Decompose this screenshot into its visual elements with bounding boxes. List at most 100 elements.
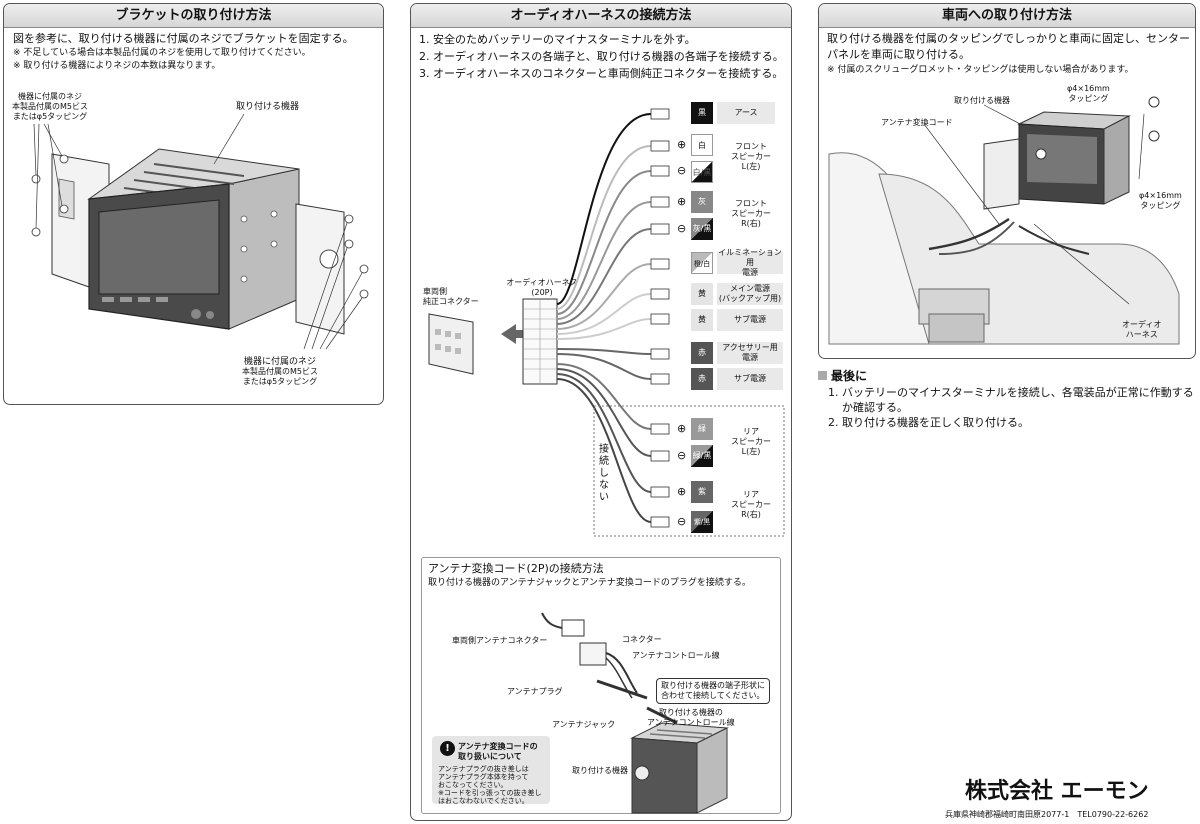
minus-mark: ⊖ (677, 449, 687, 462)
bracket-illustration (31, 113, 369, 350)
wire-row-ground: 黒 アース (691, 102, 775, 124)
swatch-white: 白 (691, 134, 713, 156)
device-control-line-label: 取り付ける機器の アンテナコントロール線 (647, 708, 735, 727)
vehicle-device-label: 取り付ける機器 (954, 96, 1010, 105)
antenna-step: 取り付ける機器のアンテナジャックとアンテナ変換コードのプラグを接続する。 (428, 578, 751, 588)
antenna-illustration (541, 612, 729, 814)
vehicle-antenna-connector-label: 車両側アンテナコネクター (452, 636, 548, 645)
swatch-white-black: 白/黒 (691, 161, 713, 183)
swatch-purple: 紫 (691, 481, 713, 503)
connector-label: コネクター (622, 635, 662, 644)
rear-right-label: リア スピーカー R(右) (731, 490, 771, 519)
wire-row-rear-l-minus: 緑/黒 (691, 445, 713, 467)
device-label: 取り付ける機器 (236, 102, 300, 112)
vehicle-illustration (828, 96, 1180, 345)
swatch-yellow: 黄 (691, 283, 713, 305)
harness-step-1: 1. 安全のためバッテリーのマイナスターミナルを外す。 (419, 33, 696, 46)
main-power-label: メイン電源 (バックアップ用) (717, 283, 783, 305)
plus-mark: ⊕ (677, 195, 687, 208)
plus-mark: ⊕ (677, 138, 687, 151)
audio-harness-label: オーディオ ハーネス (1122, 320, 1162, 339)
vehicle-title: 車両への取り付け方法 (819, 4, 1195, 28)
wire-row-rear-r-plus: 紫 (691, 481, 713, 503)
vehicle-step-line-1: 取り付ける機器を付属のタッピングでしっかりと車両に固定し、センター (827, 32, 1190, 45)
antenna-title: アンテナ変換コード(2P)の接続方法 (428, 562, 604, 575)
sub-power-2-label: サブ電源 (717, 368, 783, 390)
control-line-label: アンテナコントロール線 (632, 651, 720, 660)
wire-row-front-l-minus: 白/黒 (691, 161, 713, 183)
bracket-panel: ブラケットの取り付け方法 図を参考に、取り付ける機器に付属のネジでブラケットを固… (3, 3, 384, 405)
wire-row-sub-power: 黄 サブ電源 (691, 309, 783, 331)
swatch-purple-black: 紫/黒 (691, 511, 713, 533)
antenna-plug-label: アンテナプラグ (507, 687, 563, 696)
antenna-cord-label: アンテナ変換コード (881, 118, 953, 127)
wire-row-main-power: 黄 メイン電源 (バックアップ用) (691, 283, 783, 305)
harness-illustration (428, 108, 785, 537)
final-step-1-line-1: 1. バッテリーのマイナスターミナルを接続し、各電装品が正常に作動する (828, 386, 1194, 399)
vehicle-note: ※ 付属のスクリューグロメット・タッピングは使用しない場合があります。 (827, 65, 1134, 75)
antenna-handling-note: アンテナ変換コードの 取り扱いについて ! アンテナプラグの抜き差しは アンテナ… (432, 736, 550, 805)
wire-row-accessory: 赤 アクセサリー用 電源 (691, 342, 783, 364)
screw-label-bottom: 機器に付属のネジ 本製品付属のM5ビス またはφ5タッピング (242, 357, 318, 386)
swatch-red-2: 赤 (691, 368, 713, 390)
swatch-green: 緑 (691, 418, 713, 440)
final-heading: 最後に (818, 368, 867, 384)
harness-label: オーディオハーネス (20P) (506, 278, 578, 297)
bracket-note-2: ※ 取り付ける機器によりネジの本数は異なります。 (13, 61, 221, 71)
screw-1-label: φ4×16mm タッピング (1067, 84, 1110, 103)
harness-title: オーディオハーネスの接続方法 (411, 4, 791, 28)
antenna-section: アンテナ変換コード(2P)の接続方法 取り付ける機器のアンテナジャックとアンテナ… (421, 557, 781, 814)
terminal-shape-callout: 取り付ける機器の端子形状に 合わせて接続してください。 (656, 678, 770, 704)
wire-row-sub-power-2: 赤 サブ電源 (691, 368, 783, 390)
swatch-green-black: 緑/黒 (691, 445, 713, 467)
swatch-red: 赤 (691, 342, 713, 364)
company-address: 兵庫県神崎郡福崎町南田原2077-1 TEL0790-22-6262 (945, 810, 1149, 819)
wire-row-rear-r-minus: 紫/黒 (691, 511, 713, 533)
wire-row-rear-l-plus: 緑 (691, 418, 713, 440)
note-body: アンテナプラグの抜き差しは アンテナプラグ本体を持って おこなってください。 ※… (438, 765, 542, 805)
final-step-1-line-2: か確認する。 (842, 401, 908, 414)
not-connected-label: 接続しない (599, 444, 609, 503)
plus-mark: ⊕ (677, 485, 687, 498)
front-right-label: フロント スピーカー R(右) (731, 199, 771, 228)
wire-row-front-l-plus: 白 (691, 134, 713, 156)
wire-row-front-r-plus: 灰 (691, 191, 713, 213)
swatch-black: 黒 (691, 102, 713, 124)
company-footer: 株式会社 エーモン 兵庫県神崎郡福崎町南田原2077-1 TEL0790-22-… (945, 778, 1195, 822)
harness-step-3: 3. オーディオハーネスのコネクターと車両側純正コネクターを接続する。 (419, 67, 784, 80)
swatch-yellow-2: 黄 (691, 309, 713, 331)
wire-row-front-r-minus: 灰/黒 (691, 218, 713, 240)
antenna-jack-label: アンテナジャック (552, 720, 616, 729)
bracket-step: 図を参考に、取り付ける機器に付属のネジでブラケットを固定する。 (13, 32, 354, 45)
final-section: 最後に 1. バッテリーのマイナスターミナルを接続し、各電装品が正常に作動する … (818, 368, 1196, 438)
sub-power-label: サブ電源 (717, 309, 783, 331)
harness-panel: オーディオハーネスの接続方法 1. 安全のためバッテリーのマイナスターミナルを外… (410, 3, 792, 821)
heading-square-icon (818, 371, 827, 380)
bracket-title: ブラケットの取り付け方法 (4, 4, 383, 28)
plus-mark: ⊕ (677, 422, 687, 435)
wire-row-illumination: 橙/白 イルミネーション用 電源 (691, 248, 783, 277)
note-title: アンテナ変換コードの 取り扱いについて (458, 742, 538, 761)
swatch-gray-black: 灰/黒 (691, 218, 713, 240)
front-left-label: フロント スピーカー L(左) (731, 142, 771, 171)
screw-2-label: φ4×16mm タッピング (1139, 191, 1182, 210)
final-step-2: 2. 取り付ける機器を正しく取り付ける。 (828, 416, 1029, 429)
screw-label-top: 機器に付属のネジ 本製品付属のM5ビス またはφ5タッピング (12, 92, 88, 121)
ground-label: アース (717, 102, 775, 124)
vehicle-connector-label: 車両側 純正コネクター (423, 287, 479, 306)
harness-step-2: 2. オーディオハーネスの各端子と、取り付ける機器の各端子を接続する。 (419, 50, 784, 63)
company-name: 株式会社 エーモン (965, 779, 1149, 804)
swatch-gray: 灰 (691, 191, 713, 213)
rear-left-label: リア スピーカー L(左) (731, 427, 771, 456)
warning-icon: ! (440, 741, 455, 756)
accessory-label: アクセサリー用 電源 (717, 342, 783, 364)
minus-mark: ⊖ (677, 164, 687, 177)
minus-mark: ⊖ (677, 515, 687, 528)
bracket-note-1: ※ 不足している場合は本製品付属のネジを使用して取り付けてください。 (13, 48, 311, 58)
swatch-orange-white: 橙/白 (691, 252, 713, 274)
vehicle-step-line-2: パネルを車両に取り付ける。 (827, 48, 970, 61)
antenna-device-label: 取り付ける機器 (572, 766, 628, 775)
minus-mark: ⊖ (677, 222, 687, 235)
vehicle-panel: 車両への取り付け方法 取り付ける機器を付属のタッピングでしっかりと車両に固定し、… (818, 3, 1196, 359)
illumination-label: イルミネーション用 電源 (717, 248, 783, 277)
